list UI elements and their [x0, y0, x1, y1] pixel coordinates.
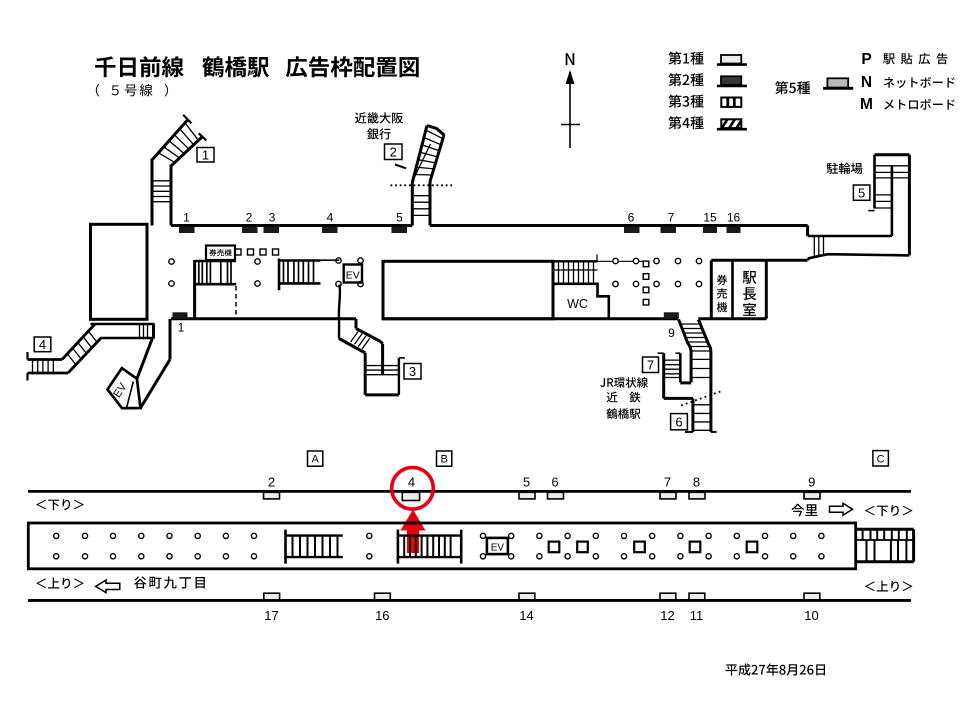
svg-text:9: 9: [808, 474, 815, 489]
svg-text:7: 7: [664, 474, 671, 489]
svg-text:12: 12: [660, 608, 674, 623]
svg-text:2: 2: [390, 144, 397, 159]
svg-text:P: P: [861, 51, 871, 68]
svg-text:3: 3: [269, 211, 276, 225]
svg-text:5: 5: [858, 185, 865, 200]
svg-text:1: 1: [202, 147, 209, 162]
svg-text:EV: EV: [346, 269, 360, 281]
svg-text:7: 7: [668, 211, 675, 225]
svg-text:5: 5: [396, 211, 403, 225]
svg-text:7: 7: [647, 357, 654, 372]
svg-text:4: 4: [408, 474, 415, 489]
svg-text:16: 16: [375, 608, 389, 623]
svg-text:2: 2: [268, 474, 275, 489]
svg-text:14: 14: [519, 608, 533, 623]
svg-text:1: 1: [183, 211, 190, 225]
svg-text:11: 11: [690, 608, 704, 623]
svg-text:4: 4: [39, 337, 46, 352]
svg-text:9: 9: [668, 326, 675, 340]
svg-text:16: 16: [727, 211, 741, 225]
svg-text:M: M: [860, 96, 873, 113]
svg-text:A: A: [311, 454, 319, 466]
svg-text:15: 15: [703, 211, 717, 225]
svg-text:B: B: [440, 454, 447, 466]
svg-text:8: 8: [693, 474, 700, 489]
svg-text:N: N: [861, 74, 872, 91]
svg-text:C: C: [877, 453, 885, 465]
svg-text:6: 6: [551, 474, 558, 489]
svg-text:3: 3: [409, 364, 416, 379]
svg-text:EV: EV: [491, 542, 505, 553]
svg-text:4: 4: [327, 211, 334, 225]
svg-text:6: 6: [628, 211, 635, 225]
svg-text:5: 5: [523, 474, 530, 489]
svg-text:1: 1: [178, 321, 185, 335]
svg-text:6: 6: [675, 414, 682, 429]
svg-text:10: 10: [804, 608, 818, 623]
svg-text:17: 17: [264, 608, 278, 623]
svg-text:WC: WC: [567, 297, 588, 311]
svg-text:2: 2: [246, 211, 253, 225]
